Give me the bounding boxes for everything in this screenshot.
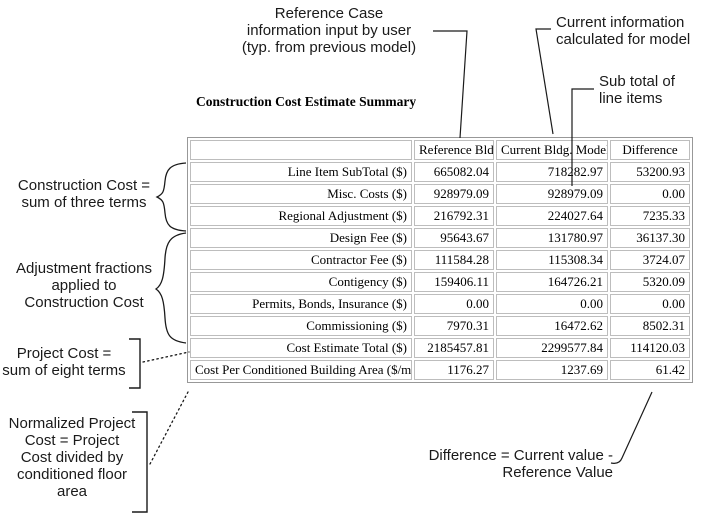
- column-header-difference: Difference: [610, 140, 690, 160]
- row-label: Commissioning ($): [190, 316, 412, 336]
- table-row: Commissioning ($) 7970.31 16472.62 8502.…: [190, 316, 690, 336]
- reference-value: 928979.09: [414, 184, 494, 204]
- annotation-adjustment: Adjustment fractions applied to Construc…: [5, 260, 163, 311]
- reference-value: 159406.11: [414, 272, 494, 292]
- annotation-line: line items: [599, 90, 663, 107]
- reference-value: 665082.04: [414, 162, 494, 182]
- current-value: 16472.62: [496, 316, 608, 336]
- annotation-project-cost: Project Cost = sum of eight terms: [0, 345, 128, 379]
- row-label: Cost Per Conditioned Building Area ($/m^…: [190, 360, 412, 380]
- annotation-construction-cost: Construction Cost = sum of three terms: [5, 177, 163, 211]
- table-row: Misc. Costs ($) 928979.09 928979.09 0.00: [190, 184, 690, 204]
- column-header-label: [190, 140, 412, 160]
- annotation-line: Reference Case: [274, 5, 384, 22]
- cost-estimate-table: Reference Bldg. Current Bldg. Model Diff…: [187, 137, 693, 383]
- reference-value: 7970.31: [414, 316, 494, 336]
- annotation-normalized-cost: Normalized Project Cost = Project Cost d…: [8, 415, 136, 500]
- current-info-leader-line: [535, 28, 554, 135]
- difference-value: 114120.03: [610, 338, 690, 358]
- difference-value: 61.42: [610, 360, 690, 380]
- row-label: Contigency ($): [190, 272, 412, 292]
- annotation-line: (typ. from previous model): [241, 39, 417, 56]
- annotation-line: Construction Cost: [24, 294, 144, 311]
- table-row: Design Fee ($) 95643.67 131780.97 36137.…: [190, 228, 690, 248]
- current-value: 2299577.84: [496, 338, 608, 358]
- table-row: Contigency ($) 159406.11 164726.21 5320.…: [190, 272, 690, 292]
- annotation-line: sum of three terms: [21, 194, 147, 211]
- current-value: 928979.09: [496, 184, 608, 204]
- annotation-line: Cost = Project: [24, 432, 120, 449]
- annotation-line: Normalized Project: [8, 415, 136, 432]
- current-value: 224027.64: [496, 206, 608, 226]
- annotation-line: calculated for model: [556, 31, 691, 48]
- annotation-line: Cost divided by: [20, 449, 124, 466]
- row-label: Cost Estimate Total ($): [190, 338, 412, 358]
- annotation-line: Adjustment fractions: [16, 260, 152, 277]
- reference-value: 2185457.81: [414, 338, 494, 358]
- annotation-line: sum of eight terms: [2, 362, 126, 379]
- annotation-difference: Difference = Current value - Reference V…: [413, 447, 613, 481]
- row-label: Design Fee ($): [190, 228, 412, 248]
- dotted-leader-normalized-cost: [149, 391, 189, 465]
- table-row: Permits, Bonds, Insurance ($) 0.00 0.00 …: [190, 294, 690, 314]
- annotation-current-info: Current information calculated for model: [556, 14, 701, 48]
- annotation-line: applied to: [51, 277, 117, 294]
- annotation-line: Construction Cost =: [17, 177, 151, 194]
- annotation-line: conditioned floor: [16, 466, 128, 483]
- column-header-current-bldg-model: Current Bldg. Model: [496, 140, 608, 160]
- annotation-line: Sub total of: [599, 73, 675, 90]
- current-value: 131780.97: [496, 228, 608, 248]
- annotation-line: Reference Value: [502, 464, 613, 481]
- table-row: Contractor Fee ($) 111584.28 115308.34 3…: [190, 250, 690, 270]
- annotation-reference-case: Reference Case information input by user…: [228, 5, 430, 56]
- difference-value: 36137.30: [610, 228, 690, 248]
- difference-value: 0.00: [610, 294, 690, 314]
- annotation-line: information input by user: [246, 22, 412, 39]
- annotation-line: Project Cost =: [16, 345, 112, 362]
- difference-value: 5320.09: [610, 272, 690, 292]
- table-row: Line Item SubTotal ($) 665082.04 718282.…: [190, 162, 690, 182]
- current-value: 718282.97: [496, 162, 608, 182]
- current-value: 1237.69: [496, 360, 608, 380]
- current-value: 0.00: [496, 294, 608, 314]
- annotation-line: Difference = Current value -: [428, 447, 613, 464]
- column-header-reference-bldg: Reference Bldg.: [414, 140, 494, 160]
- annotation-line: Current information: [556, 14, 685, 31]
- row-label: Line Item SubTotal ($): [190, 162, 412, 182]
- annotation-subtotal: Sub total of line items: [599, 73, 699, 107]
- row-label: Misc. Costs ($): [190, 184, 412, 204]
- row-label: Permits, Bonds, Insurance ($): [190, 294, 412, 314]
- reference-value: 1176.27: [414, 360, 494, 380]
- reference-value: 111584.28: [414, 250, 494, 270]
- difference-leader-line: [610, 391, 653, 464]
- figure-title: Construction Cost Estimate Summary: [196, 94, 417, 109]
- difference-value: 3724.07: [610, 250, 690, 270]
- difference-value: 0.00: [610, 184, 690, 204]
- annotation-line: area: [56, 483, 88, 500]
- difference-value: 8502.31: [610, 316, 690, 336]
- reference-case-leader-line: [433, 30, 468, 139]
- row-label: Contractor Fee ($): [190, 250, 412, 270]
- reference-value: 0.00: [414, 294, 494, 314]
- row-label: Regional Adjustment ($): [190, 206, 412, 226]
- table-row: Regional Adjustment ($) 216792.31 224027…: [190, 206, 690, 226]
- difference-value: 53200.93: [610, 162, 690, 182]
- reference-value: 216792.31: [414, 206, 494, 226]
- current-value: 164726.21: [496, 272, 608, 292]
- current-value: 115308.34: [496, 250, 608, 270]
- table-row: Cost Per Conditioned Building Area ($/m^…: [190, 360, 690, 380]
- table-row: Cost Estimate Total ($) 2185457.81 22995…: [190, 338, 690, 358]
- bracket-project-cost: [129, 338, 141, 389]
- dotted-leader-project-cost: [142, 351, 190, 363]
- difference-value: 7235.33: [610, 206, 690, 226]
- reference-value: 95643.67: [414, 228, 494, 248]
- table-header-row: Reference Bldg. Current Bldg. Model Diff…: [190, 140, 690, 160]
